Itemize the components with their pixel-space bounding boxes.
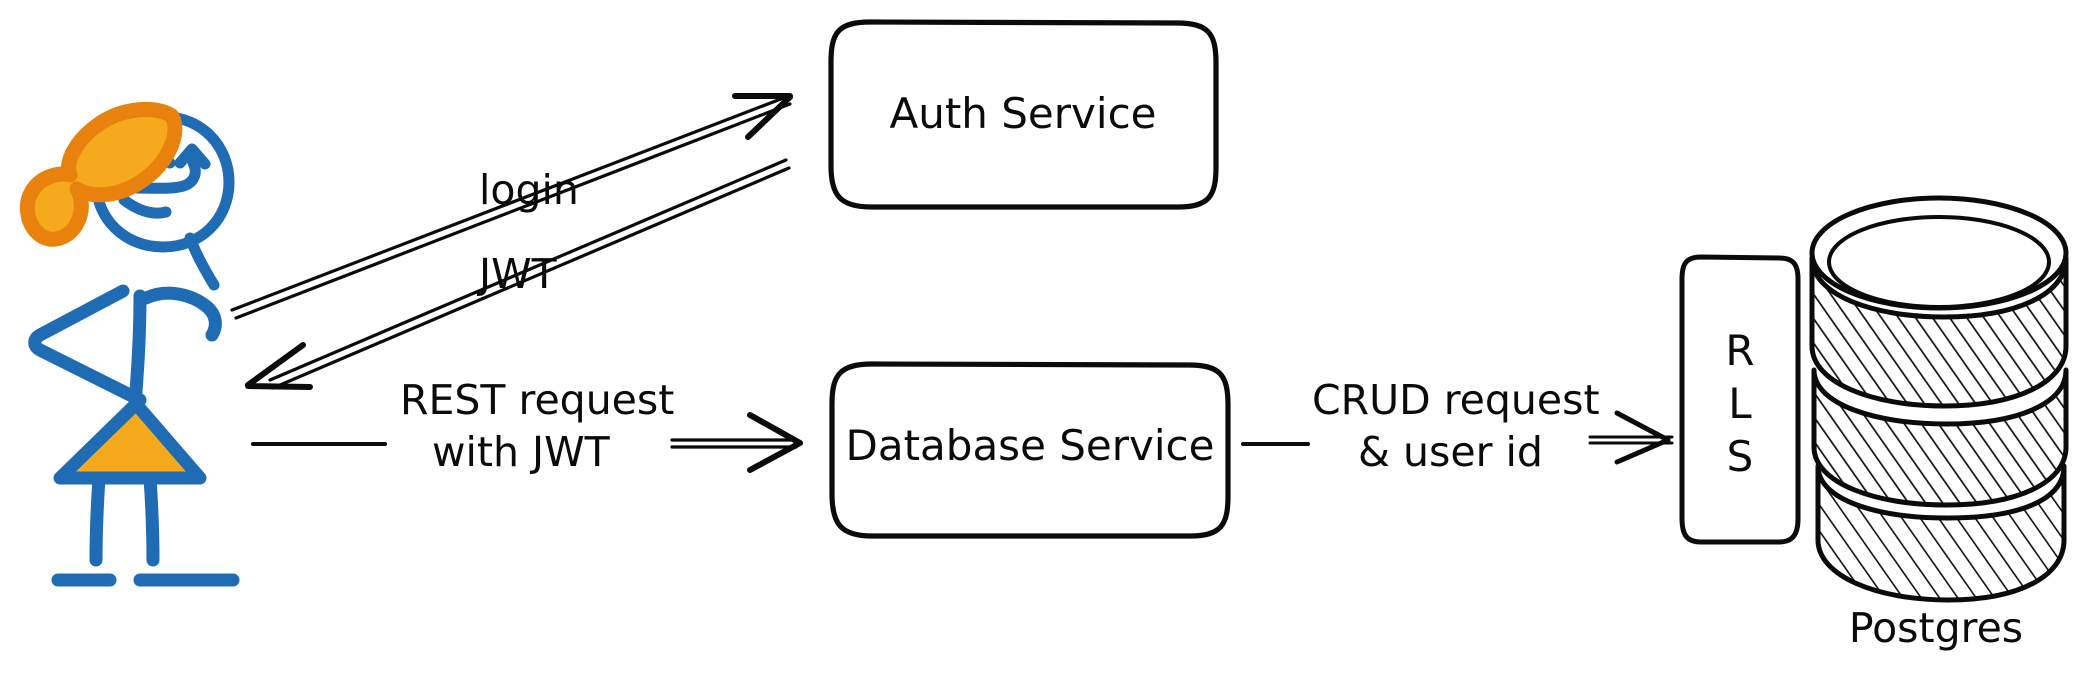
node-auth-service[interactable]: Auth Service	[828, 19, 1219, 210]
postgres-top-ellipse-inner	[1827, 215, 2051, 309]
node-rls[interactable]: R L S	[1679, 254, 1801, 545]
database-service-box[interactable]	[829, 361, 1231, 539]
stick-figure-actor	[19, 101, 240, 587]
edge-login-line-double	[234, 102, 792, 320]
auth-service-box[interactable]	[828, 19, 1219, 210]
postgres-label: Postgres	[1849, 604, 2023, 652]
skirt	[53, 397, 207, 485]
edge-rest-arrowhead	[747, 412, 803, 473]
database-service-label: Database Service	[846, 421, 1215, 470]
edge-login-label: login	[479, 166, 579, 214]
edge-rest-label-line1: REST request	[400, 376, 674, 424]
right-eye	[174, 143, 211, 170]
edge-jwt-label: JWT	[476, 250, 558, 298]
edge-login-arrowhead	[732, 93, 793, 140]
edge-login: login	[230, 93, 793, 320]
edge-jwt-line	[268, 158, 788, 382]
arm-right	[139, 286, 222, 342]
neck	[184, 232, 220, 291]
edge-login-line	[230, 95, 788, 312]
edge-jwt-line-double	[271, 166, 791, 390]
rls-label-l: L	[1728, 379, 1752, 428]
leg-left	[89, 471, 106, 567]
edge-crud-request: CRUD request & user id	[1241, 376, 1674, 476]
hair-bow	[19, 101, 183, 247]
mouth	[129, 157, 201, 194]
leg-right	[143, 471, 160, 567]
edge-rest-label-line2: with JWT	[432, 428, 611, 476]
node-postgres[interactable]: Postgres	[1809, 195, 2069, 652]
edge-crud-arrowhead	[1614, 410, 1671, 465]
edge-jwt-arrowhead	[245, 342, 313, 390]
edge-rest-request: REST request with JWT	[251, 376, 803, 476]
postgres-disc-top	[1809, 255, 2069, 409]
edge-crud-label-line1: CRUD request	[1312, 376, 1600, 424]
postgres-disc-bottom	[1815, 463, 2067, 603]
edge-crud-label-line2: & user id	[1358, 428, 1543, 476]
edge-jwt: JWT	[245, 158, 791, 390]
rls-label-s: S	[1727, 432, 1754, 481]
postgres-disc-middle	[1811, 367, 2069, 508]
auth-service-label: Auth Service	[889, 89, 1156, 138]
chin-line	[118, 194, 172, 219]
rls-box[interactable]	[1679, 254, 1801, 545]
rls-label-r: R	[1725, 326, 1754, 375]
node-database-service[interactable]: Database Service	[829, 361, 1231, 539]
arm-left	[28, 284, 147, 407]
torso	[128, 289, 147, 411]
